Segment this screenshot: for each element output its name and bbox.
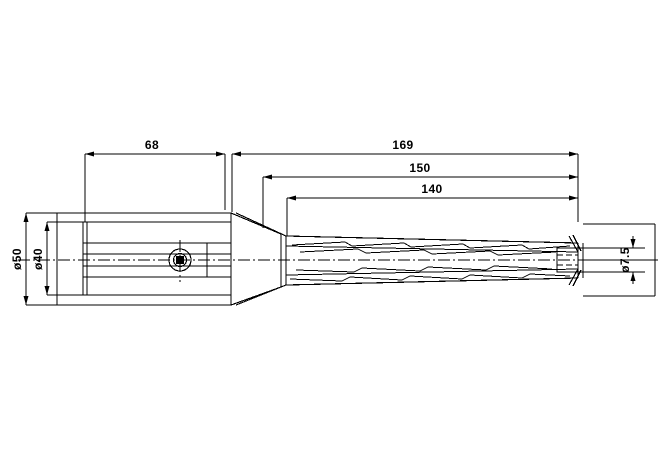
- flute-line-lm4: [419, 266, 429, 272]
- coolant-hole-feature: [168, 240, 192, 282]
- shaft-bottom-outline: [285, 277, 579, 286]
- flute-line-l7: [469, 274, 523, 279]
- insert-pocket-lower-a: [568, 268, 579, 286]
- flute-line-um3: [365, 249, 425, 254]
- flute-line-u6: [462, 243, 471, 249]
- tip-insert-detail: [556, 234, 584, 287]
- flute-line-u3: [351, 242, 405, 247]
- tip-projection-reference: [583, 223, 660, 297]
- flute-line-u4: [403, 242, 412, 248]
- taper-top-inner-edge: [235, 212, 287, 237]
- dimension-flute-length-140: 140: [287, 182, 578, 201]
- flute-line-lm3: [361, 267, 421, 272]
- extension-lines-group: [84, 154, 579, 236]
- flute-line-u1: [291, 241, 346, 246]
- fluted-shaft-body: [285, 235, 579, 286]
- flute-line-u9: [528, 245, 571, 250]
- dimension-label-68: 68: [145, 138, 159, 152]
- dimension-holder-outer-diameter: ø50: [10, 212, 88, 306]
- flute-line-u8: [521, 244, 530, 250]
- flute-line-l6: [461, 274, 471, 280]
- flute-line-lm1: [295, 269, 355, 273]
- flute-line-l2: [341, 276, 351, 282]
- shaft-core-top: [285, 245, 579, 253]
- flute-line-l1: [289, 278, 343, 282]
- dimension-label-d50: ø50: [10, 248, 24, 270]
- dimension-label-150: 150: [409, 161, 430, 175]
- flute-line-lm6: [485, 265, 495, 271]
- flute-lines-upper-mid: [299, 248, 557, 256]
- taper-transition: [230, 212, 287, 306]
- flute-lines-lower-mid: [295, 265, 553, 273]
- insert-pocket-upper-b: [572, 234, 582, 252]
- flute-line-l9: [529, 273, 571, 277]
- dimension-label-d40: ø40: [31, 248, 45, 270]
- flute-line-l5: [409, 275, 463, 280]
- flute-line-um5: [431, 250, 491, 255]
- dimension-holder-inner-diameter: ø40: [31, 221, 105, 296]
- flute-line-u5: [410, 243, 464, 248]
- insert-pocket-lower-b: [572, 269, 582, 287]
- flute-line-l8: [521, 273, 531, 279]
- shaft-top-outline: [285, 235, 579, 244]
- dimension-holder-length: 68: [85, 138, 225, 157]
- flute-line-lm5: [427, 266, 487, 271]
- flute-line-um7: [497, 251, 557, 256]
- flute-line-u2: [344, 241, 353, 247]
- dimension-label-169: 169: [392, 138, 413, 152]
- flute-line-lm2: [353, 267, 363, 273]
- flute-line-l4: [401, 275, 411, 281]
- dimension-shaft-overall-length: 169: [232, 138, 578, 157]
- flute-line-l3: [349, 276, 403, 281]
- flute-line-um2: [357, 248, 367, 254]
- flute-lines-lower: [289, 273, 571, 282]
- flute-line-um1: [299, 248, 359, 253]
- flute-lines-upper: [291, 241, 571, 250]
- taper-top-edge: [230, 212, 282, 235]
- insert-pocket-upper-a: [568, 235, 579, 253]
- shaft-core-bottom: [285, 268, 579, 276]
- dimension-flute-length-150: 150: [263, 161, 578, 180]
- dimension-label-140: 140: [421, 182, 442, 196]
- flute-line-u7: [469, 244, 523, 249]
- holder-body-outline: [56, 212, 232, 306]
- flute-line-lm7: [493, 265, 553, 270]
- taper-bottom-inner-edge: [235, 284, 287, 306]
- flute-line-um4: [423, 249, 433, 255]
- flute-line-um6: [489, 250, 499, 256]
